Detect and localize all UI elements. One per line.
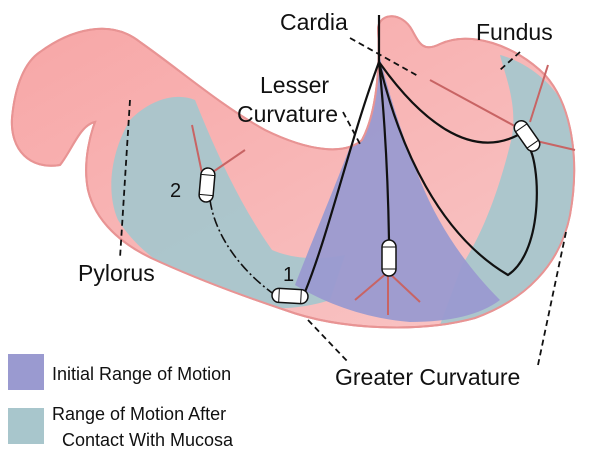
after-contact-region-right bbox=[440, 55, 575, 325]
legend: Initial Range of Motion Range of Motion … bbox=[8, 354, 234, 450]
legend-label-initial: Initial Range of Motion bbox=[52, 364, 231, 384]
label-capsule-1: 1 bbox=[283, 264, 294, 286]
initial-range-region bbox=[295, 58, 500, 322]
label-curvature: Curvature bbox=[237, 101, 338, 127]
label-pylorus: Pylorus bbox=[78, 260, 155, 286]
label-greater-curvature: Greater Curvature bbox=[335, 364, 520, 390]
capsule-legs bbox=[191, 64, 576, 315]
leader-fundus bbox=[499, 51, 521, 71]
legend-label-after-contact-line1: Range of Motion After bbox=[52, 404, 226, 424]
capsule-2 bbox=[198, 167, 216, 203]
label-cardia: Cardia bbox=[280, 9, 348, 35]
legend-swatch-after-contact bbox=[8, 408, 44, 444]
stomach-outline bbox=[10, 15, 576, 329]
label-lesser: Lesser bbox=[260, 72, 329, 98]
tether-to-capsule-center bbox=[377, 61, 391, 241]
leader-greater-curvature-right bbox=[537, 231, 567, 366]
tethers bbox=[209, 15, 538, 296]
capsule-center bbox=[381, 239, 397, 277]
label-fundus: Fundus bbox=[476, 19, 553, 45]
leader-pylorus bbox=[119, 99, 131, 259]
tether-to-capsule-fundus bbox=[377, 61, 538, 277]
label-capsule-2: 2 bbox=[170, 180, 181, 202]
tether-to-capsule-1 bbox=[303, 61, 381, 293]
leader-lesser-curvature bbox=[342, 111, 361, 145]
after-contact-region-left bbox=[111, 96, 345, 309]
capsule-1 bbox=[271, 287, 309, 305]
capsule-fundus bbox=[513, 120, 541, 152]
leader-lines bbox=[119, 37, 567, 366]
tether-to-capsule-fundus-upper bbox=[378, 61, 519, 144]
path-2-to-1 bbox=[209, 199, 276, 296]
legend-label-after-contact-line2: Contact With Mucosa bbox=[62, 430, 234, 450]
leader-cardia bbox=[349, 37, 419, 77]
legend-swatch-initial bbox=[8, 354, 44, 390]
leader-greater-curvature-left bbox=[307, 319, 349, 363]
